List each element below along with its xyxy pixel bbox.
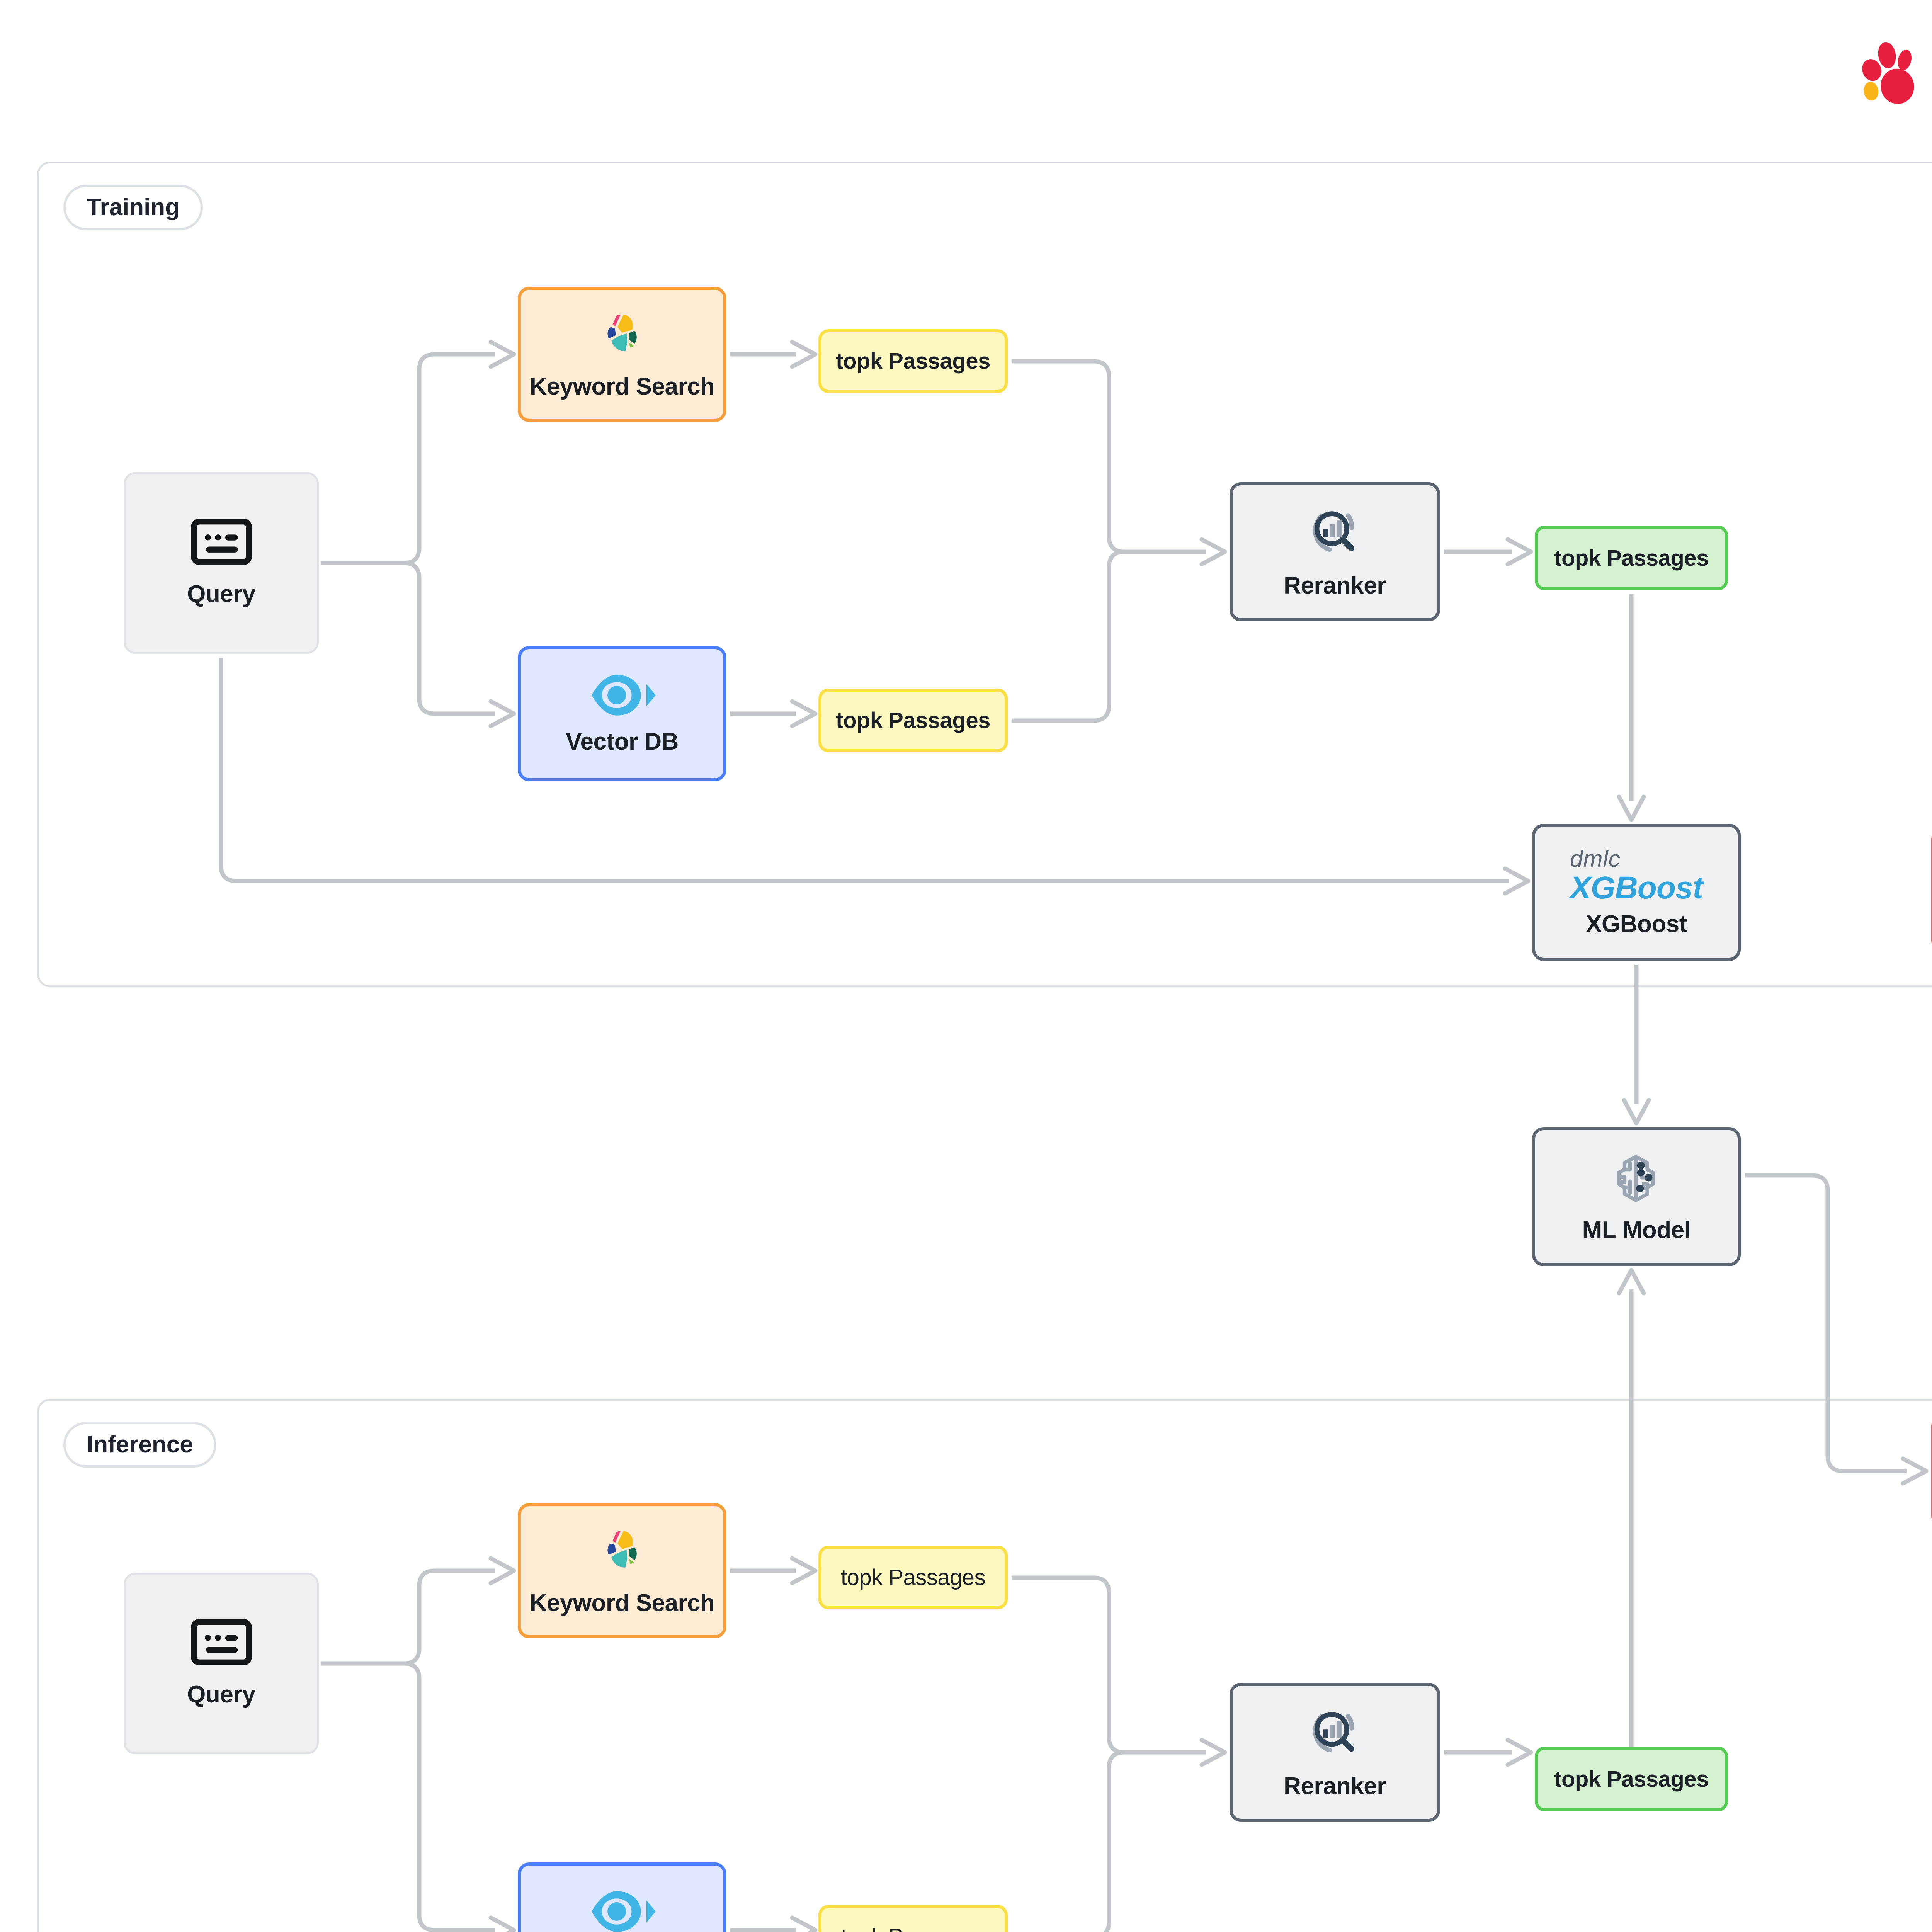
training-vector-db-label: Vector DB	[566, 728, 679, 755]
training-topk-passages-reranked-chip: topk Passages	[1535, 526, 1728, 590]
xgboost-logo-dmlc-text: dmlc	[1570, 845, 1621, 872]
inference-topk-passages-reranked-chip: topk Passages	[1535, 1747, 1728, 1811]
inference-reranker-node[interactable]: Reranker	[1230, 1683, 1440, 1822]
inference-query-label: Query	[187, 1681, 255, 1708]
inference-topk-passages-keyword-chip: topk Passages	[818, 1546, 1008, 1609]
inference-query-node[interactable]: Query	[124, 1573, 319, 1754]
ml-model-label: ML Model	[1582, 1217, 1691, 1244]
query-caption-icon	[190, 1619, 252, 1666]
training-topk-passages-vectordb-label: topk Passages	[836, 708, 990, 733]
brand-logo: DenserRetriever	[1861, 41, 1932, 104]
training-section-label: Training	[63, 185, 203, 230]
inference-keyword-search-node[interactable]: Keyword Search	[518, 1503, 726, 1638]
inference-section-frame	[37, 1399, 1932, 1932]
training-keyword-search-node[interactable]: Keyword Search	[518, 287, 726, 422]
inference-section-label: Inference	[63, 1422, 216, 1468]
training-topk-passages-reranked-label: topk Passages	[1554, 545, 1709, 571]
xgboost-node[interactable]: dmlc XGBoost XGBoost	[1532, 824, 1741, 961]
inference-reranker-label: Reranker	[1284, 1773, 1386, 1800]
elasticsearch-logo-icon	[605, 1529, 639, 1570]
inference-vector-db-node[interactable]: Vector DB	[518, 1862, 726, 1932]
training-topk-passages-vectordb-chip: topk Passages	[818, 689, 1008, 752]
xgboost-logo-wordmark-text: XGBoost	[1570, 870, 1703, 905]
training-topk-passages-keyword-chip: topk Passages	[818, 329, 1008, 393]
inference-topk-passages-keyword-label: topk Passages	[841, 1565, 985, 1590]
inference-keyword-search-label: Keyword Search	[529, 1590, 715, 1617]
training-reranker-node[interactable]: Reranker	[1230, 482, 1440, 621]
training-query-label: Query	[187, 581, 255, 608]
ml-model-node[interactable]: ML Model	[1532, 1127, 1741, 1266]
training-vector-db-node[interactable]: Vector DB	[518, 646, 726, 781]
training-topk-passages-keyword-label: topk Passages	[836, 349, 990, 374]
magnifier-bars-icon	[1313, 511, 1354, 552]
inference-topk-passages-vectordb-label: topk Passages	[841, 1924, 985, 1932]
paw-print-logo-icon	[1862, 42, 1914, 104]
xgboost-label: XGBoost	[1586, 910, 1687, 937]
training-query-node[interactable]: Query	[124, 472, 319, 654]
training-reranker-label: Reranker	[1284, 572, 1386, 599]
elasticsearch-logo-icon	[605, 312, 639, 354]
xgboost-logo-icon: dmlc XGBoost	[1570, 847, 1703, 904]
milvus-eye-logo-icon	[591, 1891, 656, 1932]
brain-circuit-icon	[1617, 1155, 1655, 1202]
inference-topk-passages-reranked-label: topk Passages	[1554, 1766, 1709, 1792]
milvus-eye-logo-icon	[591, 675, 656, 716]
training-keyword-search-label: Keyword Search	[529, 373, 715, 400]
magnifier-bars-icon	[1313, 1712, 1354, 1753]
query-caption-icon	[190, 519, 252, 565]
inference-topk-passages-vectordb-chip: topk Passages	[818, 1905, 1008, 1932]
